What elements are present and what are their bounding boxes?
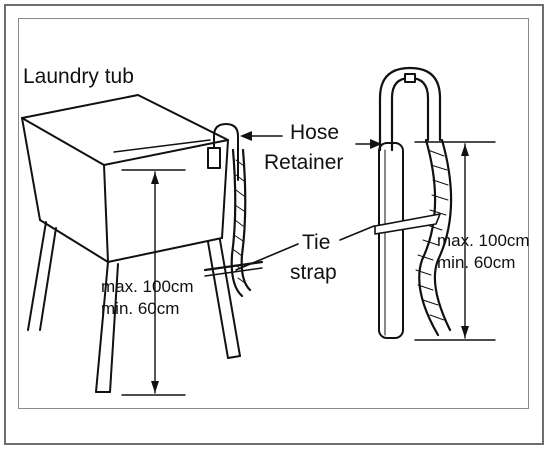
right-min-label: min. 60cm (437, 253, 516, 272)
standpipe-assembly (374, 66, 453, 339)
hose-label: Hose (290, 121, 340, 144)
left-min-label: min. 60cm (101, 299, 180, 318)
right-dimension (414, 141, 496, 341)
leader-lines (235, 131, 382, 271)
strap-label: strap (290, 261, 337, 284)
right-max-label: max. 100cm (437, 231, 530, 250)
retainer-label: Retainer (264, 151, 344, 174)
laundry-tub-label: Laundry tub (23, 65, 134, 88)
left-max-label: max. 100cm (101, 277, 194, 296)
inner-border (18, 18, 529, 409)
tie-label: Tie (302, 231, 331, 254)
left-hose (203, 123, 264, 298)
left-dimension (121, 169, 186, 396)
laundry-tub (21, 94, 241, 393)
diagram-frame (4, 4, 544, 445)
